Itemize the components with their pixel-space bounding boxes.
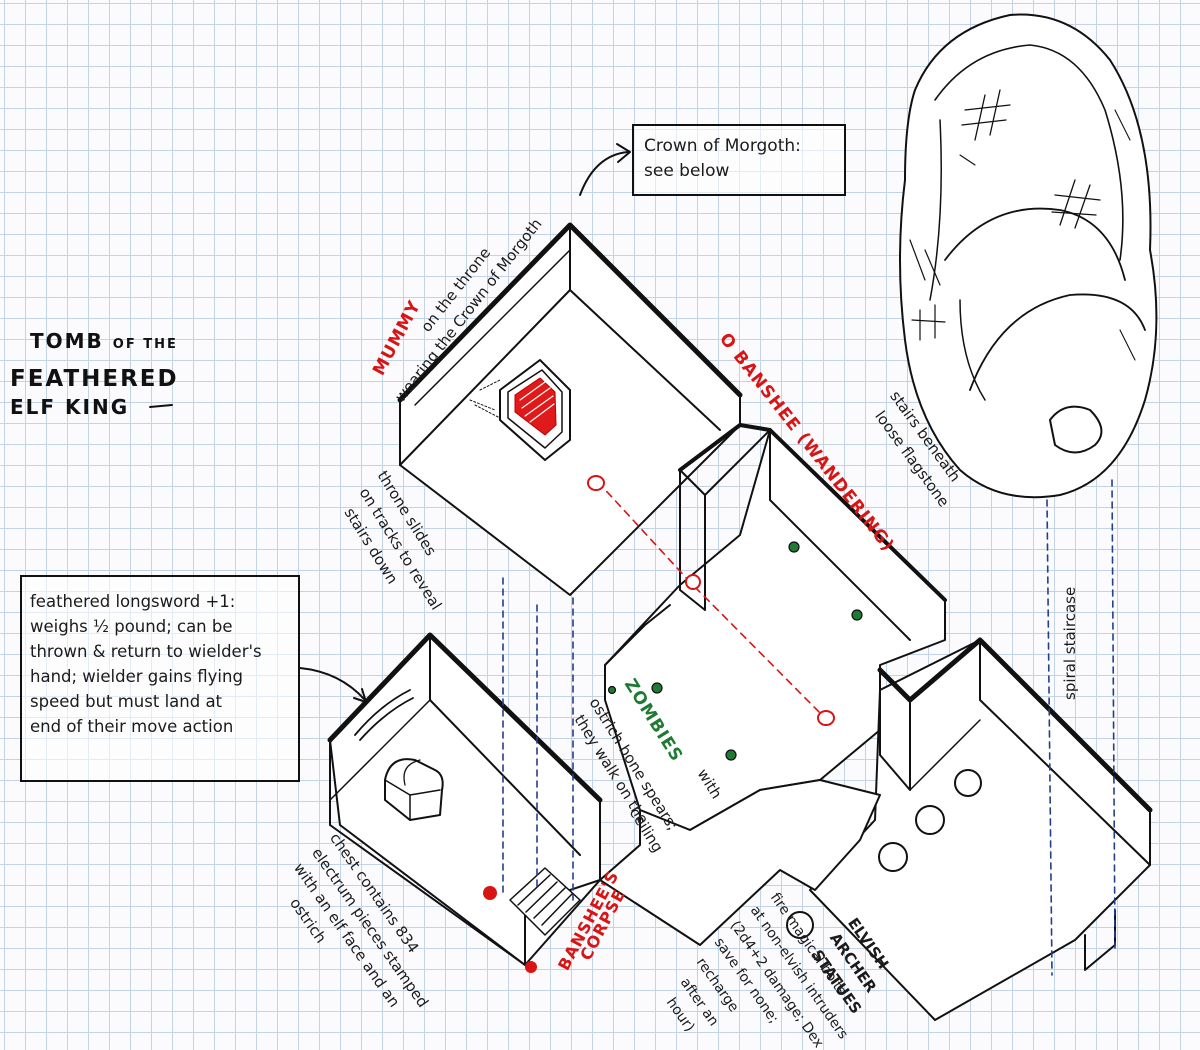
zombie-marker-3 [651,682,663,694]
crown-note-line2: see below [644,160,730,181]
sword-note-line1: feathered longsword +1: [30,592,236,611]
treasure-chest-icon [384,758,444,821]
map-title-line3: ELF KING [10,395,130,419]
sword-note-box: feathered longsword +1: weighs ½ pound; … [20,575,300,782]
banshee-corpse-markers [483,886,537,973]
crown-arrow [579,143,631,196]
zombie-marker-4 [725,749,737,761]
zombie-marker-5 [607,685,617,695]
sword-note-line2: weighs ½ pound; can be [30,617,233,637]
statue-circles [786,769,982,939]
longsword-icon [354,689,414,741]
zombie-marker-1 [788,541,800,553]
title-of-the: OF THE [112,337,178,352]
sword-arrow [299,667,367,703]
statue-circle-1 [954,769,982,797]
lower-corridor [599,779,881,946]
sword-note-line3: thrown & return to wielder's [30,642,262,662]
banshee-patrol-path [587,475,835,726]
rock-cavern [899,13,1158,499]
stairs-down-icon [509,867,581,936]
statue-circle-4 [786,911,814,939]
throne-icon [469,359,571,461]
sword-note-line4: hand; wielder gains flying [30,667,243,687]
spiral-staircase-label: spiral staircase [1061,586,1079,700]
statue-circle-3 [878,842,908,872]
statue-circle-2 [915,805,945,835]
sword-note-line5: speed but must land at [30,692,223,712]
map-title-line1: TOMB OF THE [30,330,178,353]
crown-note-line1: Crown of Morgoth: [644,136,801,156]
sword-note-line6: end of their move action [30,717,234,737]
map-title-line2: FEATHERED [10,366,179,392]
title-tomb: TOMB [30,329,104,353]
zombie-markers [607,541,863,761]
crown-note-box: Crown of Morgoth: see below [632,124,846,196]
title-underline [149,404,173,408]
zombie-marker-2 [851,609,863,621]
height-guides [502,479,1116,976]
